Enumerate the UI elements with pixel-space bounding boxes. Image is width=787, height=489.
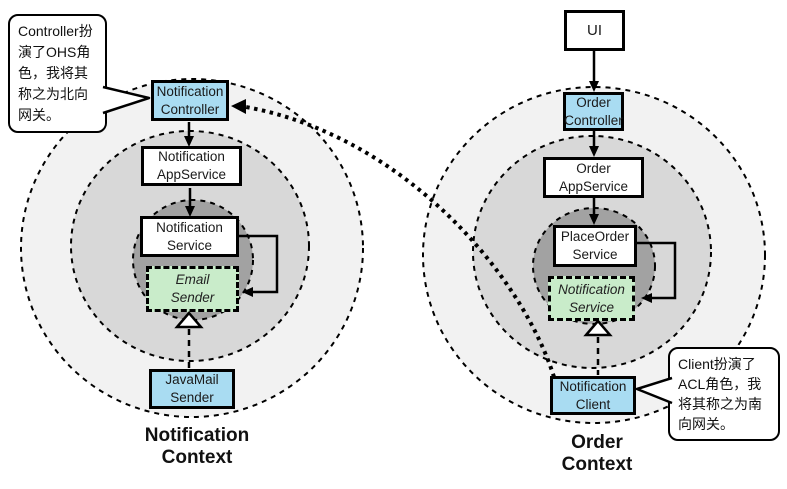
node-order-appservice: Order AppService: [543, 157, 644, 198]
node-notification-client: Notification Client: [550, 376, 636, 415]
callout-south-gateway: Client扮演了ACL角色，我将其称之为南向网关。: [668, 347, 780, 441]
node-label: Order AppService: [558, 160, 629, 194]
node-label: Notification Service: [156, 219, 223, 253]
node-order-controller: Order Controller: [563, 92, 624, 131]
callout-tail-left: [102, 85, 151, 115]
order-context-label: Order Context: [561, 432, 633, 475]
callout-north-gateway: Controller扮演了OHS角色，我将其称之为北向网关。: [8, 14, 107, 133]
node-notification-appservice: Notification AppService: [141, 146, 242, 186]
node-ui: UI: [564, 10, 625, 51]
node-order-notification-service: Notification Service: [548, 276, 635, 321]
arrowhead-down-icon: [589, 81, 599, 92]
hollow-triangle-icon: [583, 319, 613, 337]
node-javamail-sender: JavaMail Sender: [149, 369, 235, 409]
node-placeorder-service: PlaceOrder Service: [553, 225, 637, 267]
arrowhead-left-icon: [231, 99, 246, 114]
node-label: Email Sender: [170, 272, 215, 305]
node-label: JavaMail Sender: [165, 372, 219, 405]
callout-tail-right: [635, 376, 673, 405]
arrowhead-left-icon: [641, 293, 652, 303]
arrowhead-down-icon: [589, 146, 599, 157]
node-label: Notification Client: [559, 378, 627, 412]
node-label: Notification Controller: [156, 83, 224, 117]
node-notification-service: Notification Service: [140, 216, 239, 257]
arrowhead-down-icon: [589, 214, 599, 225]
node-email-sender: Email Sender: [146, 266, 239, 312]
node-label: Order Controller: [564, 94, 623, 128]
arrow-service-to-emailsender-loop: [239, 234, 279, 294]
arrowhead-left-icon: [242, 287, 253, 297]
node-label: Notification Service: [558, 281, 625, 315]
node-label: PlaceOrder Service: [560, 229, 630, 262]
node-label: UI: [587, 21, 602, 39]
dotted-dependency-client-to-controller: [245, 105, 556, 378]
notification-context-label: Notification Context: [144, 425, 250, 468]
node-notification-controller: Notification Controller: [151, 80, 229, 121]
hollow-triangle-icon: [174, 311, 204, 329]
node-label: Notification AppService: [156, 149, 227, 182]
arrow-placeorder-to-notifservice-loop: [637, 241, 677, 300]
